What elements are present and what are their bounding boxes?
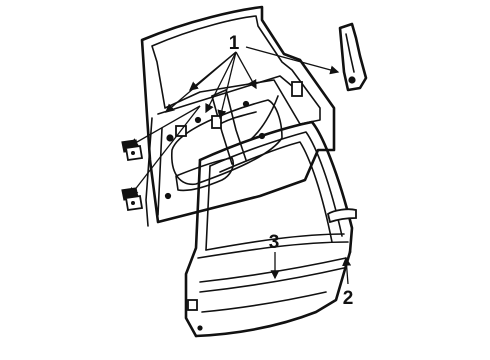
callout-2: 2: [343, 288, 354, 309]
pillar-trim: [338, 22, 368, 92]
lower-hinge: [121, 187, 144, 212]
callout-1: 1: [229, 33, 240, 54]
upper-hinge: [121, 139, 144, 162]
leader-lines: [128, 46, 352, 285]
callout-3: 3: [269, 232, 280, 253]
outer-door-panel: [184, 120, 357, 338]
